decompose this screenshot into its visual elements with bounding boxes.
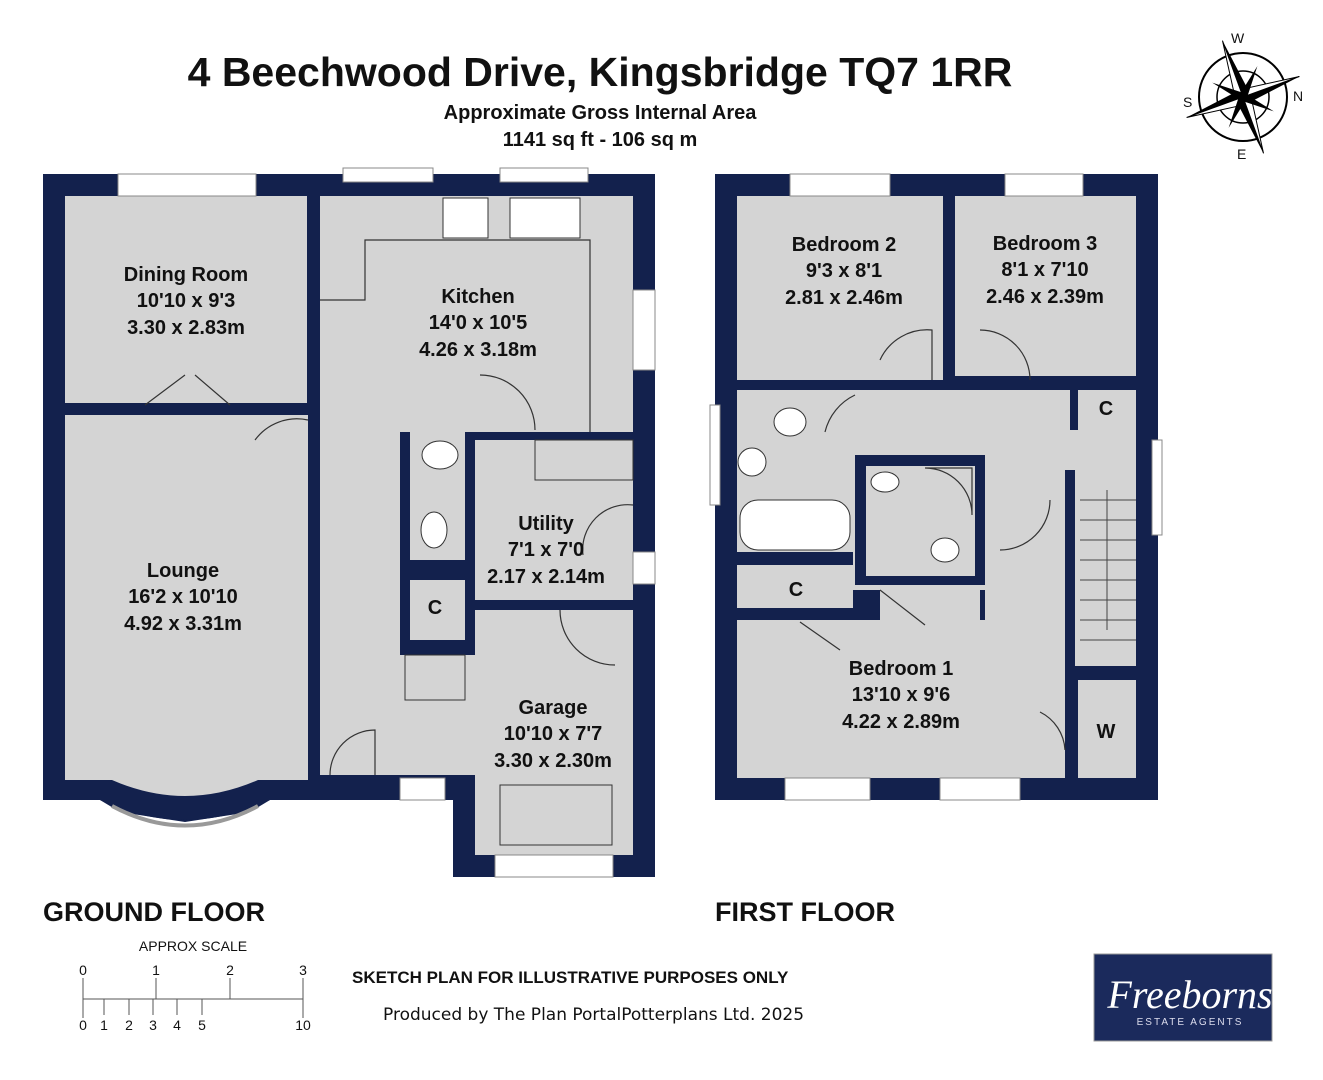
logo-tagline: ESTATE AGENTS — [1137, 1017, 1244, 1028]
utility-floor — [475, 440, 633, 600]
room-metric: 4.22 x 2.89m — [842, 711, 960, 733]
scale-tick: 3 — [299, 962, 307, 978]
room-imperial: 7'1 x 7'0 — [508, 539, 584, 561]
room-imperial: 13'10 x 9'6 — [852, 684, 951, 706]
dining-room-floor — [65, 196, 307, 403]
room-name: Bedroom 2 — [792, 234, 896, 256]
cupboard-label: C — [1099, 398, 1113, 420]
cupboard-label: C — [428, 597, 442, 619]
room-imperial: 16'2 x 10'10 — [128, 586, 238, 608]
compass-rose-icon: W N E S — [1183, 30, 1303, 162]
scale-tick: 10 — [295, 1017, 311, 1033]
room-metric: 2.46 x 2.39m — [986, 286, 1104, 308]
scale-tick: 1 — [152, 962, 160, 978]
scale-tick: 0 — [79, 962, 87, 978]
cupboard-label: C — [789, 579, 803, 601]
room-name: Bedroom 1 — [849, 658, 953, 680]
room-name: Kitchen — [441, 286, 514, 308]
disclaimer: SKETCH PLAN FOR ILLUSTRATIVE PURPOSES ON… — [352, 968, 789, 987]
room-name: Lounge — [147, 560, 219, 582]
produced-by: Produced by The Plan PortalPotterplans L… — [383, 1005, 804, 1025]
lounge-floor — [65, 415, 308, 780]
bedroom-1-floor — [737, 620, 1065, 778]
cupboard-floor — [410, 580, 465, 640]
scale-tick: 0 — [79, 1017, 87, 1033]
freeborns-logo: Freeborns ESTATE AGENTS — [1093, 953, 1273, 1042]
room-metric: 2.81 x 2.46m — [785, 287, 903, 309]
page-title: 4 Beechwood Drive, Kingsbridge TQ7 1RR — [188, 49, 1013, 95]
scale-tick: 2 — [226, 962, 234, 978]
room-metric: 2.17 x 2.14m — [487, 566, 605, 588]
room-imperial: 8'1 x 7'10 — [1001, 259, 1088, 281]
room-metric: 4.26 x 3.18m — [419, 339, 537, 361]
room-metric: 4.92 x 3.31m — [124, 613, 242, 635]
ground-floor-label: GROUND FLOOR — [43, 897, 265, 927]
scale-bar: APPROX SCALE 0 1 2 3 0 1 2 3 4 5 10 — [79, 938, 311, 1033]
first-floor-label: FIRST FLOOR — [715, 897, 895, 927]
room-metric: 3.30 x 2.30m — [494, 750, 612, 772]
bedroom-2-floor — [737, 196, 943, 380]
room-name: Garage — [519, 697, 588, 719]
scale-tick: 4 — [173, 1017, 181, 1033]
room-name: Dining Room — [124, 264, 248, 286]
scale-tick: 5 — [198, 1017, 206, 1033]
compass-e: E — [1237, 146, 1246, 162]
scale-tick: 1 — [100, 1017, 108, 1033]
compass-n: N — [1293, 88, 1303, 104]
garage-floor — [475, 610, 633, 855]
room-imperial: 9'3 x 8'1 — [806, 260, 882, 282]
scale-tick: 3 — [149, 1017, 157, 1033]
room-imperial: 10'10 x 7'7 — [504, 723, 603, 745]
wardrobe-floor — [1078, 680, 1136, 778]
room-name: Bedroom 3 — [993, 233, 1097, 255]
logo-brand: Freeborns — [1106, 972, 1272, 1017]
bedroom-3-floor — [955, 196, 1136, 376]
ground-floor-plan: Dining Room 10'10 x 9'3 3.30 x 2.83m Kit… — [43, 167, 656, 878]
wardrobe-label: W — [1097, 721, 1116, 743]
room-metric: 3.30 x 2.83m — [127, 317, 245, 339]
cupboard-floor — [737, 565, 853, 608]
scale-tick: 2 — [125, 1017, 133, 1033]
room-name: Utility — [518, 513, 574, 535]
compass-w: W — [1231, 30, 1245, 46]
room-imperial: 14'0 x 10'5 — [429, 312, 528, 334]
compass-s: S — [1183, 94, 1192, 110]
window — [117, 173, 257, 197]
scale-label: APPROX SCALE — [139, 938, 247, 954]
first-floor-plan: Bedroom 2 9'3 x 8'1 2.81 x 2.46m Bedroom… — [709, 173, 1163, 801]
stairs-floor — [1075, 480, 1136, 666]
room-imperial: 10'10 x 9'3 — [137, 290, 236, 312]
area-subtitle: Approximate Gross Internal Area — [444, 102, 758, 124]
area-value: 1141 sq ft - 106 sq m — [503, 129, 698, 151]
